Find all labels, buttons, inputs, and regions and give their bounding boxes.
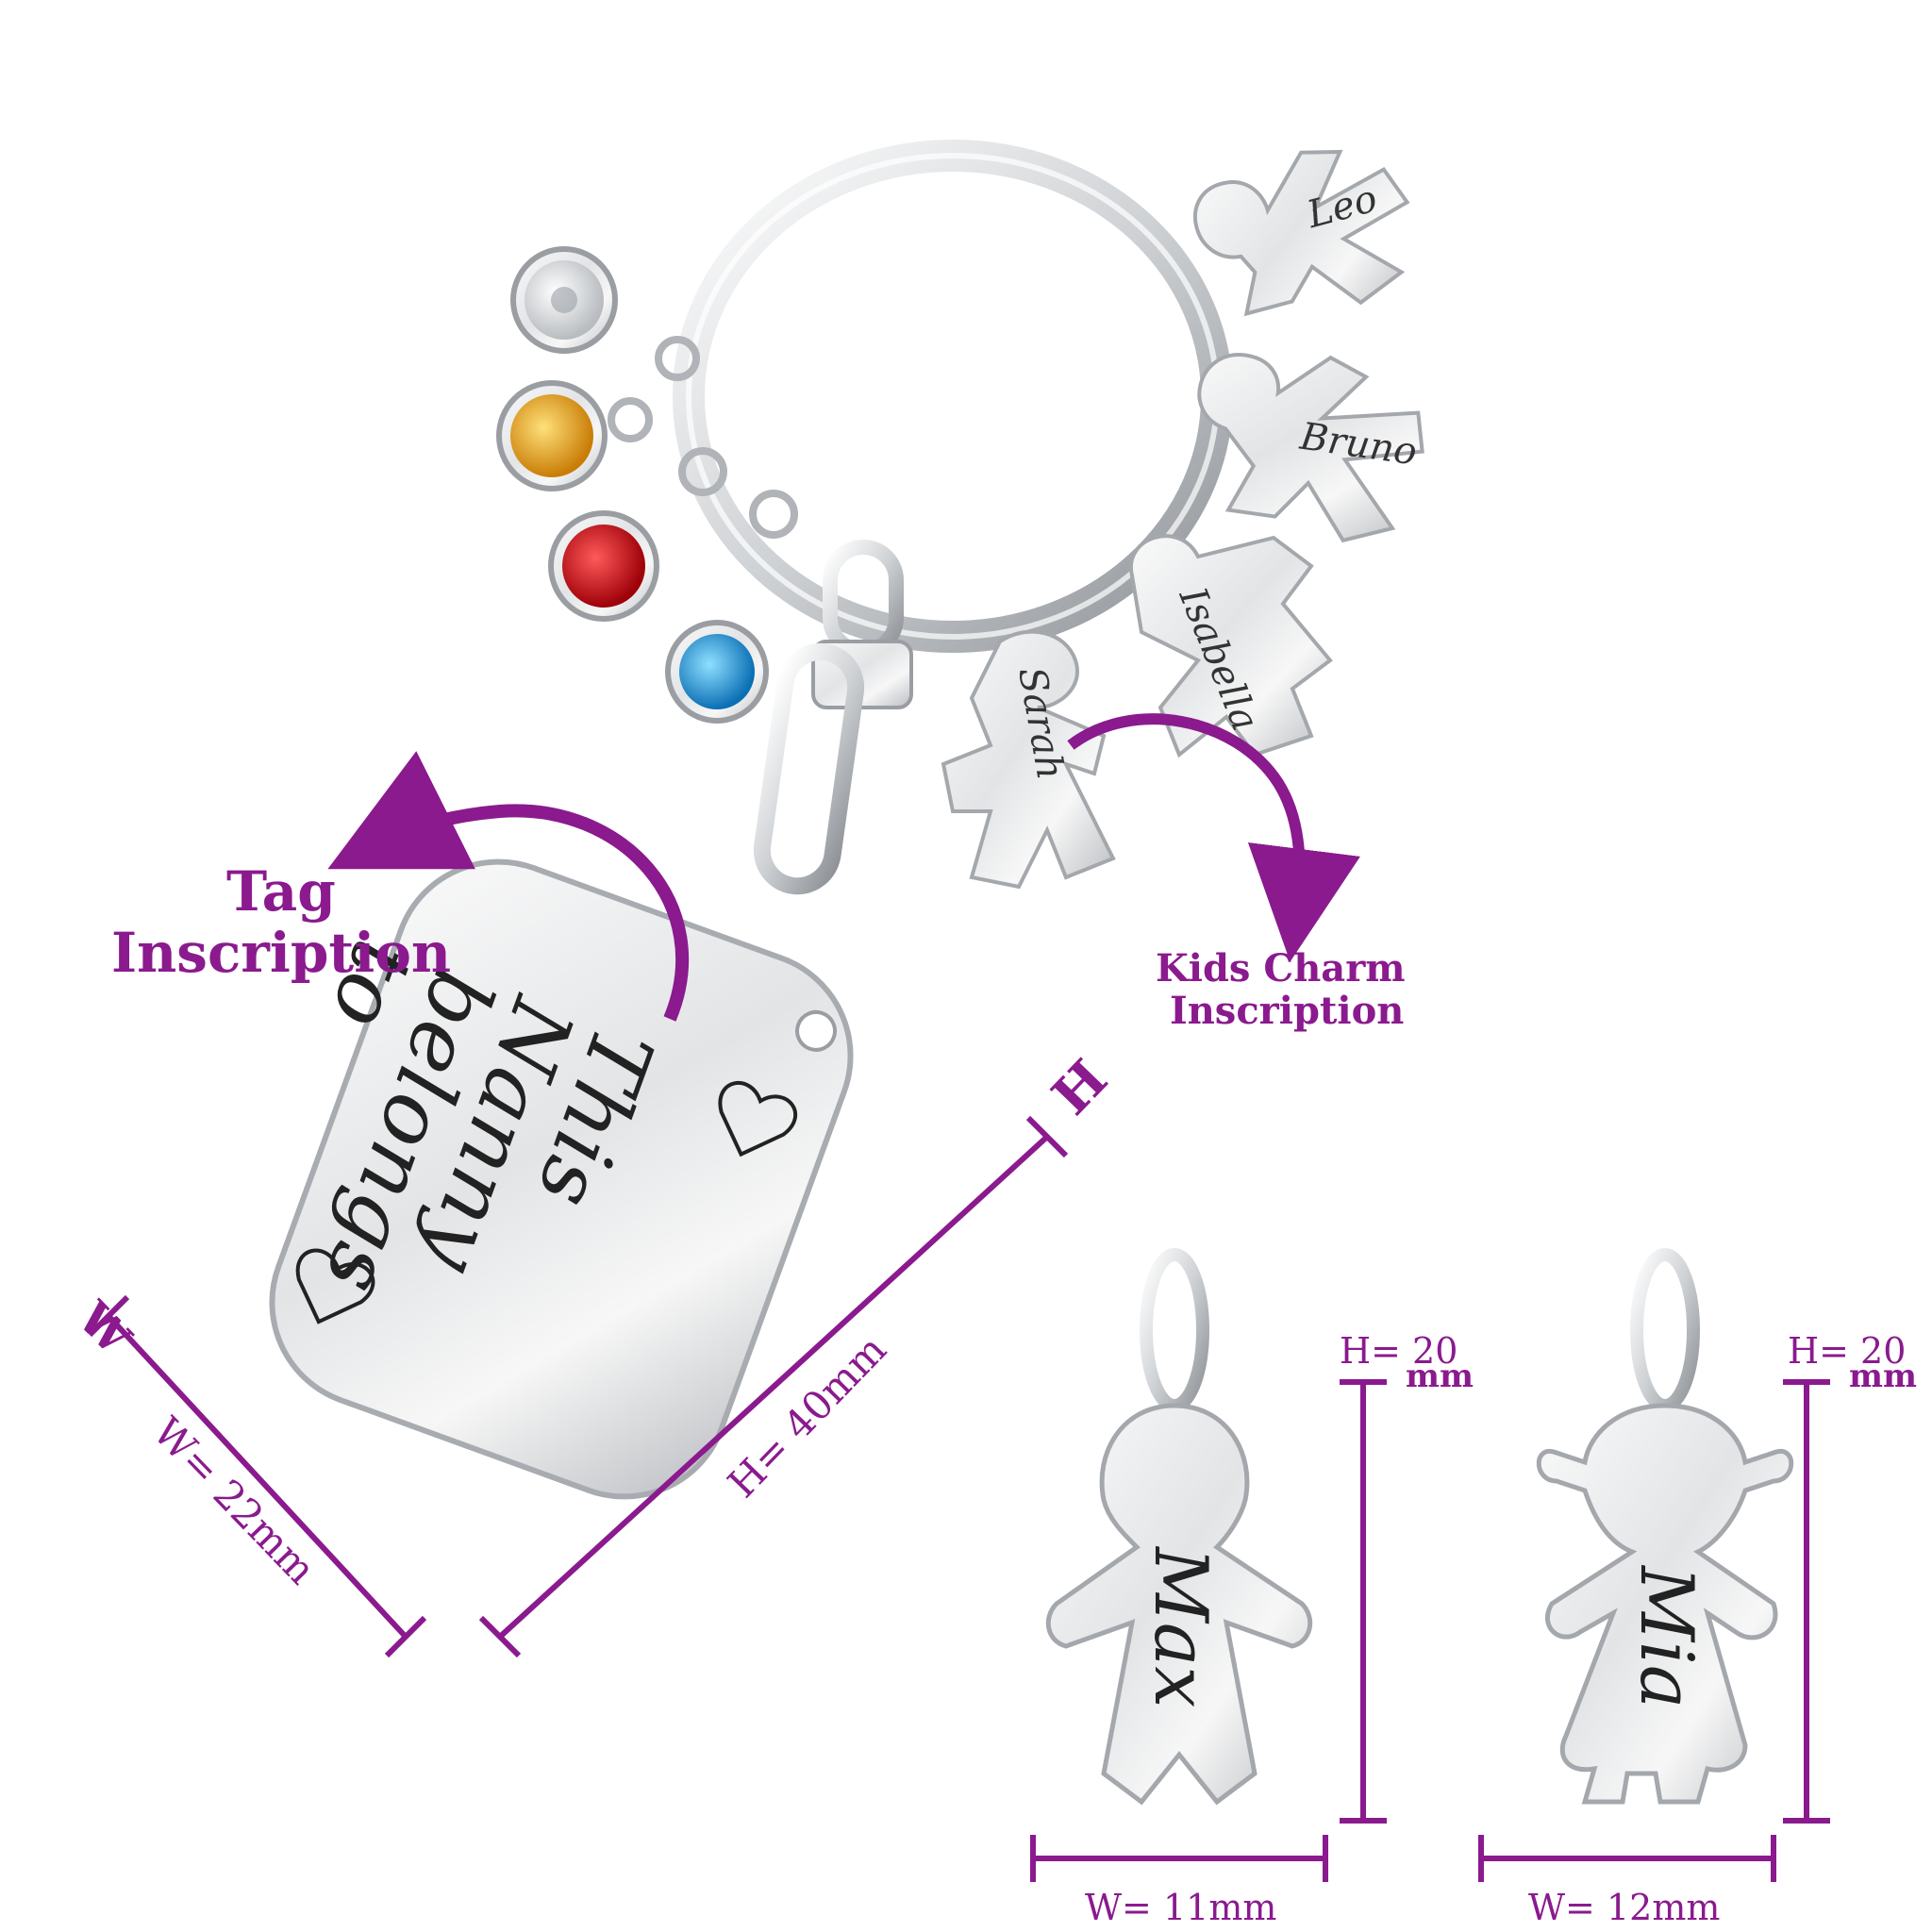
tag-inscription-label: Tag Inscription — [111, 751, 690, 1022]
birthstone-clear — [510, 246, 700, 381]
kids-label-line-1: Kids Charm — [1156, 946, 1406, 991]
girl-width-label: W= 12mm — [1528, 1887, 1720, 1928]
girl-height-label-2: mm — [1849, 1357, 1917, 1395]
boy-width-dimension — [1030, 1835, 1328, 1882]
kid-charm-bruno: Bruno — [1197, 353, 1424, 543]
heart-icon — [295, 1081, 797, 1324]
girl-height-label-1: H= 20 — [1788, 1330, 1906, 1372]
tag-height-dimension — [478, 1115, 1069, 1658]
birthstone-charms — [496, 246, 798, 724]
tag-width-label: W= 22mm — [144, 1408, 325, 1593]
tag-arrow-icon — [327, 751, 690, 1022]
boy-height-label-2: mm — [1406, 1357, 1474, 1395]
swivel-clasp — [753, 540, 913, 895]
boy-height-label-1: H= 20 — [1340, 1330, 1457, 1372]
boy-charm: Max — [1045, 1248, 1313, 1806]
birthstone-sapphire — [665, 490, 798, 724]
tag-w-marker: W — [67, 1291, 142, 1366]
engraving-max: Max — [1138, 1545, 1223, 1707]
kid-charm-leo: Leo — [1193, 149, 1410, 317]
kids-label-line-2: Inscription — [1170, 989, 1404, 1033]
dog-tag: This Nanny belongs to — [269, 858, 854, 1500]
boy-height-dimension — [1340, 1379, 1387, 1824]
engraving-mia: Mia — [1624, 1564, 1708, 1708]
tag-label-line-1: Tag — [226, 859, 336, 924]
kids-arrow-icon — [1067, 713, 1360, 962]
birthstone-ruby — [548, 447, 727, 622]
tag-width-dimension — [87, 1294, 427, 1658]
kid-charm-sarah: Sarah — [941, 629, 1116, 890]
birthstone-topaz — [496, 380, 653, 491]
girl-charm: Mia — [1536, 1248, 1794, 1805]
girl-width-dimension — [1478, 1835, 1776, 1882]
tag-label-line-2: Inscription — [111, 921, 451, 985]
girl-height-dimension — [1783, 1379, 1830, 1824]
kids-charm-inscription-label: Kids Charm Inscription — [1067, 713, 1406, 1033]
boy-width-label: W= 11mm — [1085, 1887, 1276, 1928]
tag-h-marker: H — [1041, 1048, 1120, 1127]
